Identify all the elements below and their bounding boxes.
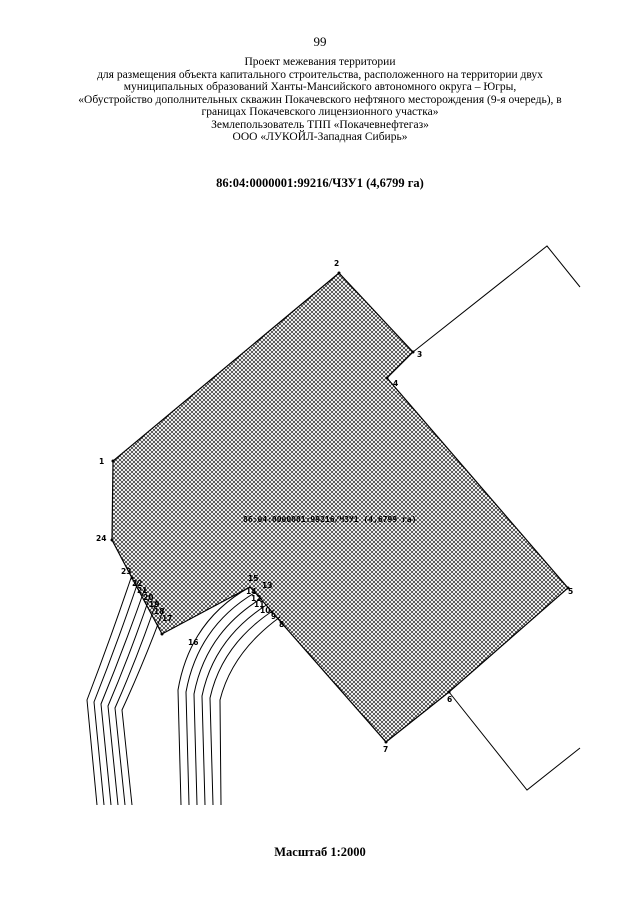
header-line: границах Покачевского лицензионного учас… <box>201 106 439 118</box>
point-label-24: 24 <box>96 534 106 543</box>
scale-label: Масштаб 1:2000 <box>274 845 366 859</box>
point-label-14: 14 <box>246 587 256 596</box>
point-label-9: 9 <box>271 612 276 621</box>
point-markers <box>110 271 570 744</box>
adjacent-boundary-top <box>412 245 581 353</box>
point-label-20: 20 <box>143 593 153 602</box>
adjacent-boundary-bottom <box>448 691 581 791</box>
point-label-3: 3 <box>417 350 422 359</box>
header-line: «Обустройство дополнительных скважин Пок… <box>78 93 562 106</box>
header-line: Проект межевания территории <box>244 56 396 68</box>
point-label-19: 19 <box>149 600 159 609</box>
document-header: Проект межевания территории для размещен… <box>20 56 620 144</box>
point-label-21: 21 <box>137 586 147 595</box>
header-line: для размещения объекта капитального стро… <box>97 68 543 81</box>
point-label-16: 16 <box>188 638 198 647</box>
point-label-8: 8 <box>279 620 284 629</box>
point-label-22: 22 <box>132 579 142 588</box>
point-label-5: 5 <box>568 587 573 596</box>
point-label-17: 17 <box>162 614 172 623</box>
point-label-10: 10 <box>260 606 270 615</box>
point-label-13: 13 <box>262 581 272 590</box>
land-plot <box>111 272 569 743</box>
point-label-15: 15 <box>248 574 258 583</box>
point-label-12: 12 <box>251 594 261 603</box>
point-label-23: 23 <box>121 567 131 576</box>
corridor-lines <box>86 577 281 806</box>
point-label-4: 4 <box>393 379 398 388</box>
point-label-7: 7 <box>383 745 388 754</box>
header-line: муниципальных образований Ханты-Мансийск… <box>123 81 517 93</box>
header-line: ООО «ЛУКОЙЛ-Западная Сибирь» <box>232 131 408 143</box>
point-label-6: 6 <box>447 695 452 704</box>
point-label-18: 18 <box>154 607 164 616</box>
parcel-title: 86:04:0000001:99216/ЧЗУ1 (4,6799 га) <box>216 176 424 190</box>
header-line: Землепользователь ТПП «Покачевнефтегаз» <box>211 118 429 131</box>
point-label-2: 2 <box>334 259 339 268</box>
page-number: 99 <box>313 34 327 49</box>
plot-label: 86:04:0000001:99216/ЧЗУ1 (4,6799 га) <box>243 515 416 524</box>
point-label-11: 11 <box>254 600 264 609</box>
point-label-1: 1 <box>99 457 104 466</box>
